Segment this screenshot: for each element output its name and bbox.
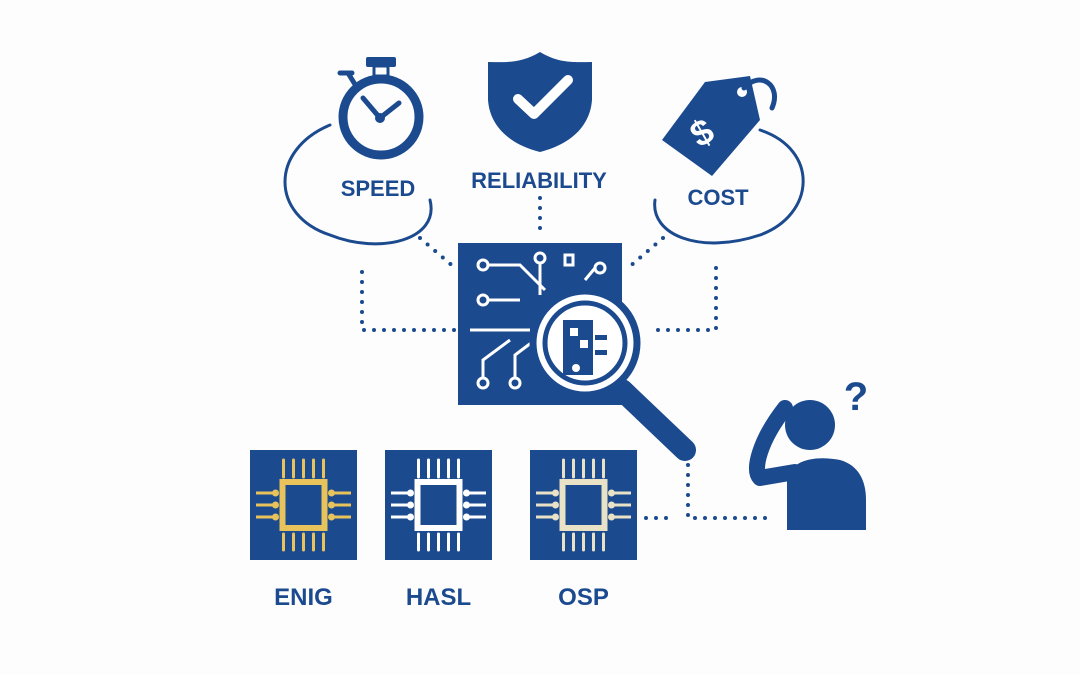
price-tag-icon: $ xyxy=(662,76,777,176)
question-mark: ? xyxy=(844,375,868,419)
connector-cost xyxy=(626,236,665,270)
connector-right xyxy=(646,266,718,332)
finish-label: HASL xyxy=(406,584,471,611)
connector-speed xyxy=(418,236,457,270)
finish-label: ENIG xyxy=(274,584,333,611)
magnifier-icon xyxy=(529,287,696,461)
chip-osp xyxy=(530,450,637,560)
stopwatch-icon xyxy=(337,57,424,160)
chip-hasl xyxy=(385,450,492,560)
finish-chips: ENIG HASL OSP xyxy=(250,450,637,611)
speed-label: SPEED xyxy=(341,176,416,201)
finish-label: OSP xyxy=(558,584,609,611)
connector-left xyxy=(360,270,457,332)
connector-person xyxy=(686,463,774,520)
chip-enig xyxy=(250,450,357,560)
reliability-label: RELIABILITY xyxy=(471,168,607,193)
shield-check-icon xyxy=(488,52,592,152)
speed-arc xyxy=(283,123,433,246)
cost-label: COST xyxy=(687,185,749,210)
thinking-person-icon: ? xyxy=(749,375,868,530)
cost-arc xyxy=(653,128,805,245)
